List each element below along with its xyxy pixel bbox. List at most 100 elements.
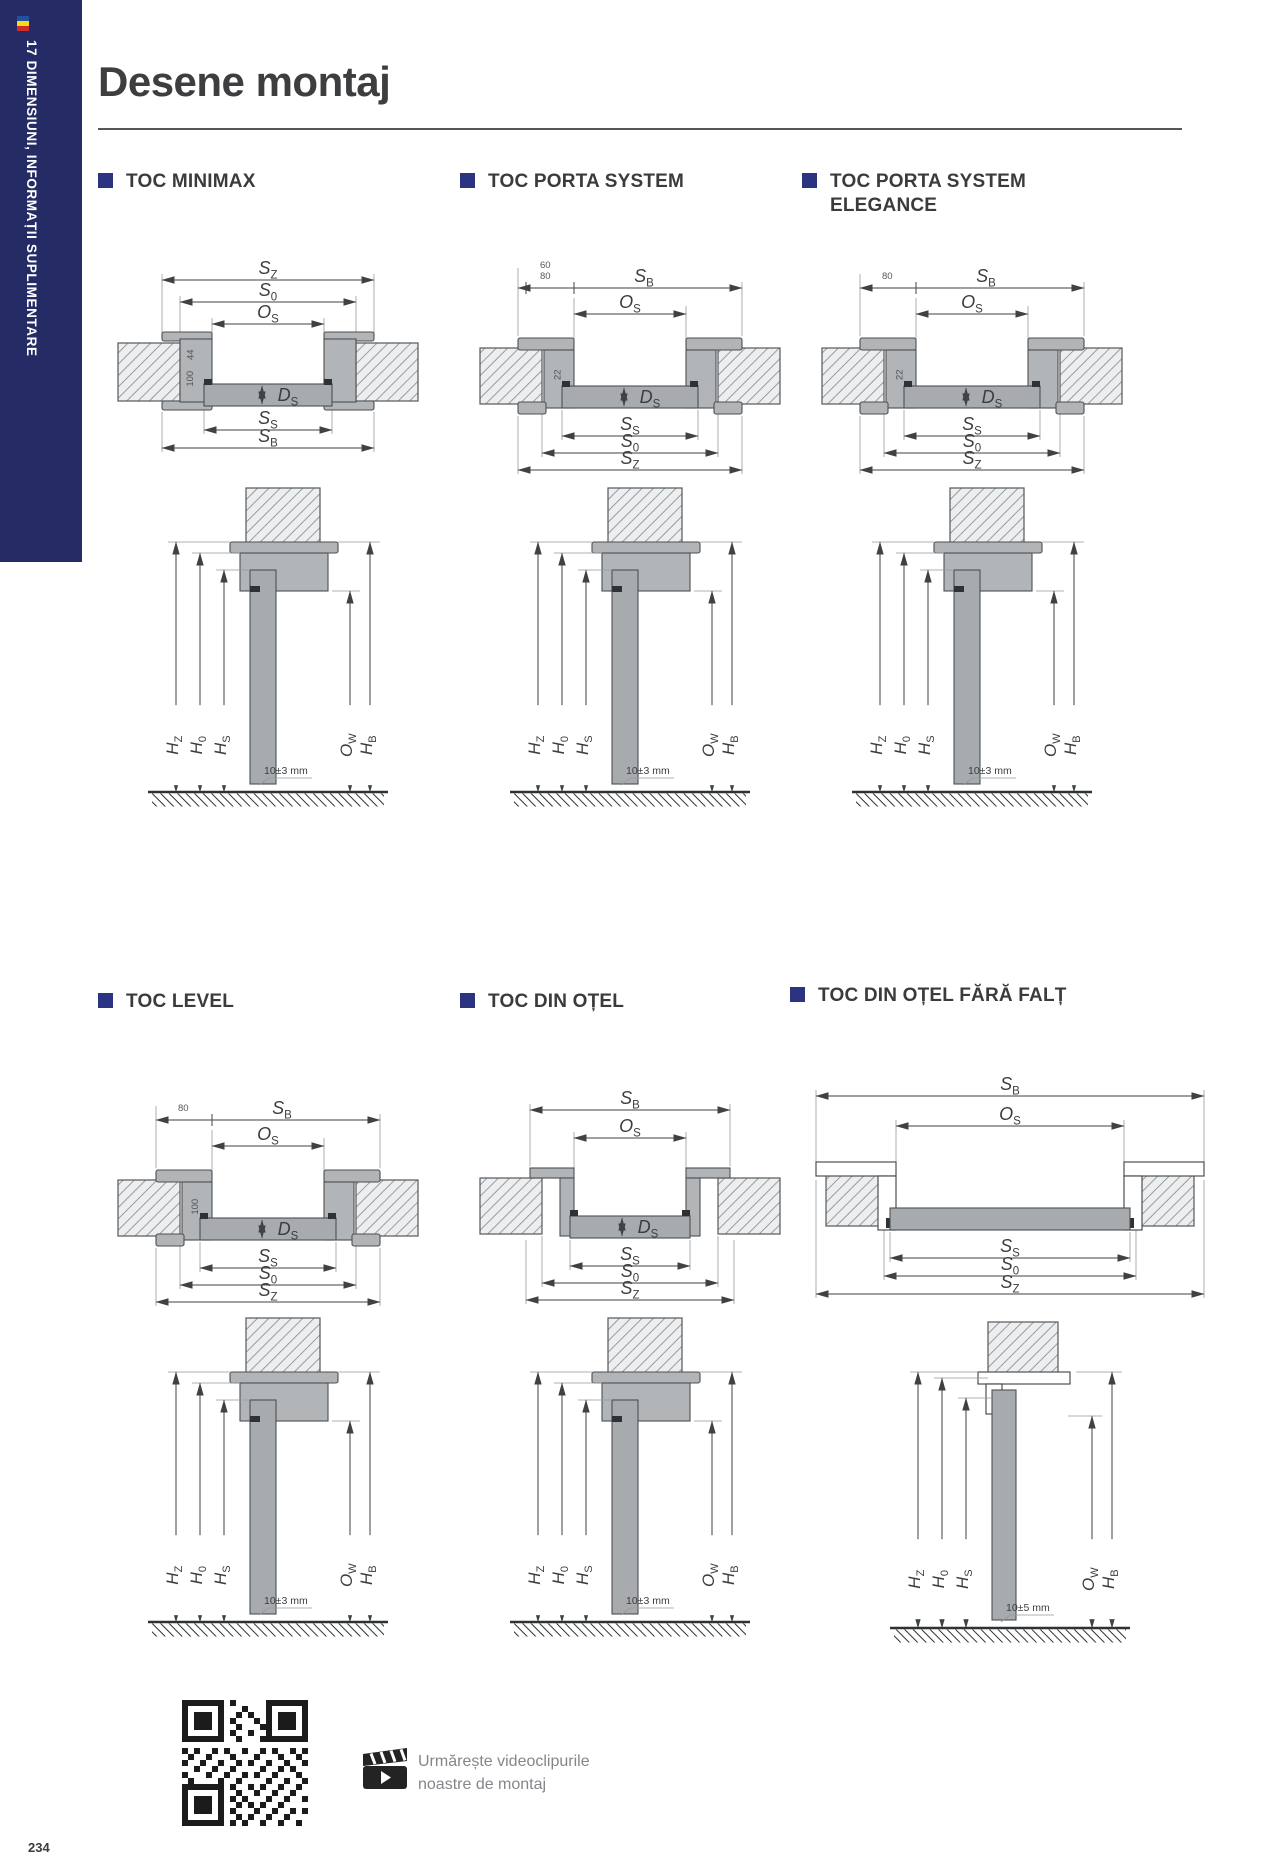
dim-label-os: OS [961,292,983,316]
dim-label-ss: SS [620,1244,640,1268]
dim-label-h0: H0 [186,705,214,786]
dim-label-sb: SB [1000,1074,1020,1098]
dim-label-os: OS [619,292,641,316]
romania-flag-icon [17,16,29,31]
elegance-section-view: HZ H0 HS OW HB 10±3 mm [822,480,1122,840]
dim-label-hz: HZ [162,1535,190,1616]
dim-label-ds: DS [639,387,661,411]
dim-label-os: OS [257,1124,279,1148]
floor-gap-note: 10±3 mm [968,765,1012,777]
dim-label-sb: SB [272,1098,292,1122]
video-clapperboard-icon [363,1748,407,1789]
dim-label-sz: SZ [1000,1272,1020,1296]
dim-label-h0: H0 [890,705,918,786]
bullet-square-icon [460,993,475,1008]
dim-label-hs: HS [914,705,942,786]
dim-label-s0: S0 [962,431,982,455]
dim-label-hs: HS [210,1535,238,1616]
bullet-square-icon [98,173,113,188]
level-section-view: HZ H0 HS OW HB 10±3 mm [118,1310,418,1670]
video-note-line2: noastre de montaj [418,1776,547,1793]
floor-gap-note: 10±3 mm [264,1595,308,1607]
elegance-plan-view: 80 SB OS DS SS S0 SZ 22 [802,248,1142,478]
dim-label-hz: HZ [904,1539,932,1620]
jamb-dim-22: 22 [552,369,564,381]
porta-system-section-view: HZ H0 HS OW HB 10±3 mm [480,480,780,840]
dim-label-sb: SB [258,426,278,450]
bullet-square-icon [802,173,817,188]
page-number: 234 [28,1840,50,1855]
dim-label-ss: SS [1000,1236,1020,1260]
floor-gap-note: 10±3 mm [264,765,308,777]
chapter-tab: 17 DIMENSIUNI, INFORMAȚII SUPLIMENTARE [0,0,82,562]
bullet-square-icon [98,993,113,1008]
dim-label-hz: HZ [524,1535,552,1616]
section-title: TOC DIN OȚEL [488,991,625,1012]
dim-label-h0: H0 [548,705,576,786]
porta-system-plan-drawing [479,268,781,474]
qr-code [178,1696,318,1836]
top-dim-80: 80 [178,1103,189,1114]
section-toc-porta-system-elegance: TOC PORTA SYSTEM ELEGANCE [802,170,1222,850]
din-otel-plan-drawing [479,1104,781,1304]
dim-label-hs: HS [952,1539,980,1620]
floor-gap-note: 10±5 mm [1006,1602,1050,1614]
section-toc-minimax: TOC MINIMAX [98,170,458,850]
page-title: Desene montaj [98,58,391,105]
section-title: TOC PORTA SYSTEM ELEGANCE [830,171,1027,216]
fara-falt-plan-view: SB OS SS S0 SZ [790,1068,1230,1304]
section-toc-level: TOC LEVEL [98,990,458,1680]
video-note: Urmărește videoclipurile noastre de mont… [418,1750,590,1796]
dim-label-s0: S0 [1000,1254,1020,1278]
dim-label-os: OS [619,1116,641,1140]
dim-label-hz: HZ [162,705,190,786]
title-rule [98,128,1182,130]
dim-label-ds: DS [277,1219,299,1243]
dim-label-h0: H0 [928,1539,956,1620]
dim-label-sb: SB [620,1088,640,1112]
floor-gap-note: 10±3 mm [626,765,670,777]
dim-label-sz: SZ [962,448,982,472]
dim-label-s0: S0 [258,1263,278,1287]
dim-label-ds: DS [277,385,299,409]
top-dim-60: 60 [540,260,551,271]
dim-label-h0: H0 [186,1535,214,1616]
section-title: TOC PORTA SYSTEM [488,171,685,192]
top-dim-80: 80 [540,271,551,282]
minimax-plan-drawing [117,274,419,452]
dim-label-sz: SZ [258,1280,278,1304]
section-heading: TOC LEVEL [98,990,234,1014]
section-heading: TOC PORTA SYSTEM ELEGANCE [802,170,1026,218]
minimax-plan-view: SZ S0 OS DS SS SB 44 100 [98,248,438,458]
dim-label-os: OS [257,302,279,326]
section-heading: TOC PORTA SYSTEM [460,170,684,194]
dim-label-hb: HB [718,705,746,786]
dim-label-hz: HZ [524,705,552,786]
dim-label-hb: HB [718,1535,746,1616]
floor-gap-note: 10±3 mm [626,1595,670,1607]
chapter-tab-label: 17 DIMENSIUNI, INFORMAȚII SUPLIMENTARE [24,40,39,357]
minimax-section-drawing [148,487,388,807]
section-heading: TOC MINIMAX [98,170,256,194]
dim-label-ds: DS [637,1217,659,1241]
jamb-dim-22: 22 [894,369,906,381]
dim-label-hb: HB [356,705,384,786]
section-title: TOC MINIMAX [126,171,256,192]
fara-falt-section-drawing [890,1321,1130,1643]
dim-label-sz: SZ [620,448,640,472]
dim-label-hs: HS [210,705,238,786]
dim-label-hz: HZ [866,705,894,786]
section-toc-din-otel: TOC DIN OȚEL [460,990,820,1680]
level-plan-drawing [117,1106,419,1306]
bullet-square-icon [460,173,475,188]
section-heading: TOC DIN OȚEL [460,990,624,1014]
section-toc-din-otel-fara-falt: TOC DIN OȚEL FĂRĂ FALȚ [790,984,1250,1684]
fara-falt-section-view: HZ H0 HS OW HB 10±5 mm [860,1314,1160,1676]
jamb-dim-100: 100 [185,370,197,387]
dim-label-hs: HS [572,1535,600,1616]
section-heading: TOC DIN OȚEL FĂRĂ FALȚ [790,984,1067,1008]
dim-label-os: OS [999,1104,1021,1128]
section-toc-porta-system: TOC PORTA SYSTEM [460,170,820,850]
elegance-section-drawing [852,487,1092,807]
